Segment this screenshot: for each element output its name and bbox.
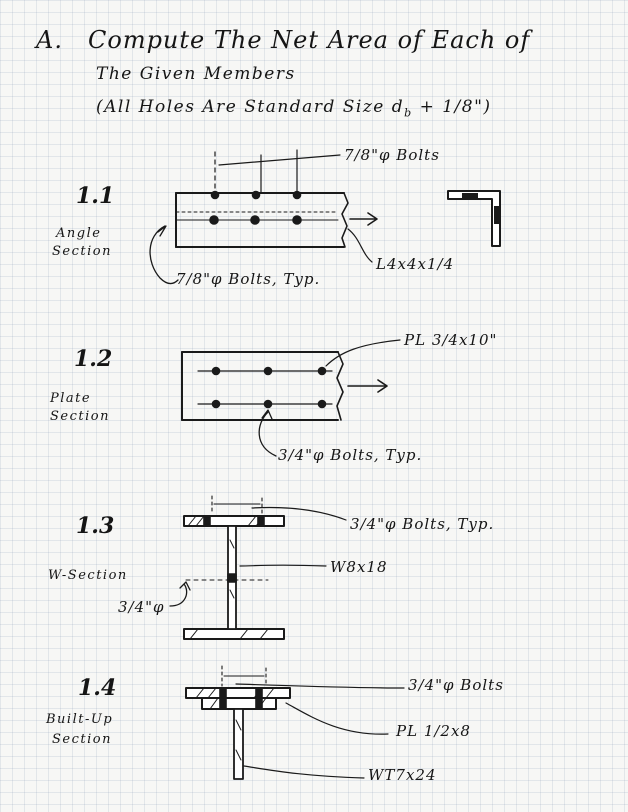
note-1-1-bolts-top: 7/8"φ Bolts [344,146,440,164]
header-line-3-text: (All Holes Are Standard Size d [96,97,405,117]
angle-pitch-dimension [218,154,341,166]
section-label-1-2-line2: Section [50,409,110,424]
section-label-1-1-line1: Angle [56,226,102,241]
built-up-wt-leader [243,765,365,779]
w-section-bolts [203,515,265,583]
header-line-3: (All Holes Are Standard Size db + 1/8") [96,97,492,119]
header-line-3-end: + 1/8") [412,97,492,117]
w-section-bolt-leader [251,506,347,521]
angle-size-leader [347,228,373,263]
note-1-2-bolts-typ: 3/4"φ Bolts, Typ. [278,446,423,464]
note-1-1-bolts-typ: 7/8"φ Bolts, Typ. [176,270,321,288]
plate-bolt-rows [211,366,327,409]
header-line-1: Compute The Net Area of Each of [88,26,531,54]
built-up-bolt-leader [235,683,405,689]
plate-size-leader [325,339,401,367]
plate-member-elevation [181,351,344,421]
problem-number-1-4: 1.4 [78,675,117,701]
note-1-2-plate-size: PL 3/4x10" [404,331,498,349]
plate-bolt-leader [258,411,277,457]
header-line-3-subscript: b [404,106,413,120]
header-line-2: The Given Members [96,64,296,84]
problem-letter: A. [36,26,63,54]
note-1-4-plate-size: PL 1/2x8 [396,722,471,740]
w-section-gauge-lines [211,495,263,515]
built-up-gauge-lines [221,665,267,687]
note-1-3-bolts-typ: 3/4"φ Bolts, Typ. [350,515,495,533]
w-section-web-bolt-leader [169,581,191,607]
built-up-cross-section [185,687,291,780]
section-label-1-3: W-Section [48,568,128,583]
w-section-size-leader [239,564,327,567]
note-1-3-w-size: W8x18 [330,558,388,576]
note-1-3-web-bolt: 3/4"φ [118,598,165,616]
angle-cross-section [447,190,501,247]
problem-number-1-3: 1.3 [76,513,115,539]
built-up-bolts [219,687,263,710]
problem-number-1-2: 1.2 [74,346,113,372]
angle-member-elevation [175,192,349,248]
angle-bolt-row-top [210,190,302,200]
angle-bolt-row-leg [209,215,302,225]
section-label-1-1-line2: Section [52,244,112,259]
section-label-1-2-line1: Plate [50,391,92,406]
angle-bolt-leader [149,225,179,285]
tension-arrow-1-2 [347,379,388,393]
section-label-1-4-line1: Built-Up [46,712,114,727]
note-1-4-bolts: 3/4"φ Bolts [408,676,504,694]
tension-arrow-1-1 [349,212,378,226]
note-1-1-angle-size: L4x4x1/4 [376,255,455,273]
note-1-4-wt-size: WT7x24 [368,766,437,784]
built-up-plate-leader [285,702,389,735]
section-label-1-4-line2: Section [52,732,112,747]
problem-number-1-1: 1.1 [76,183,115,209]
